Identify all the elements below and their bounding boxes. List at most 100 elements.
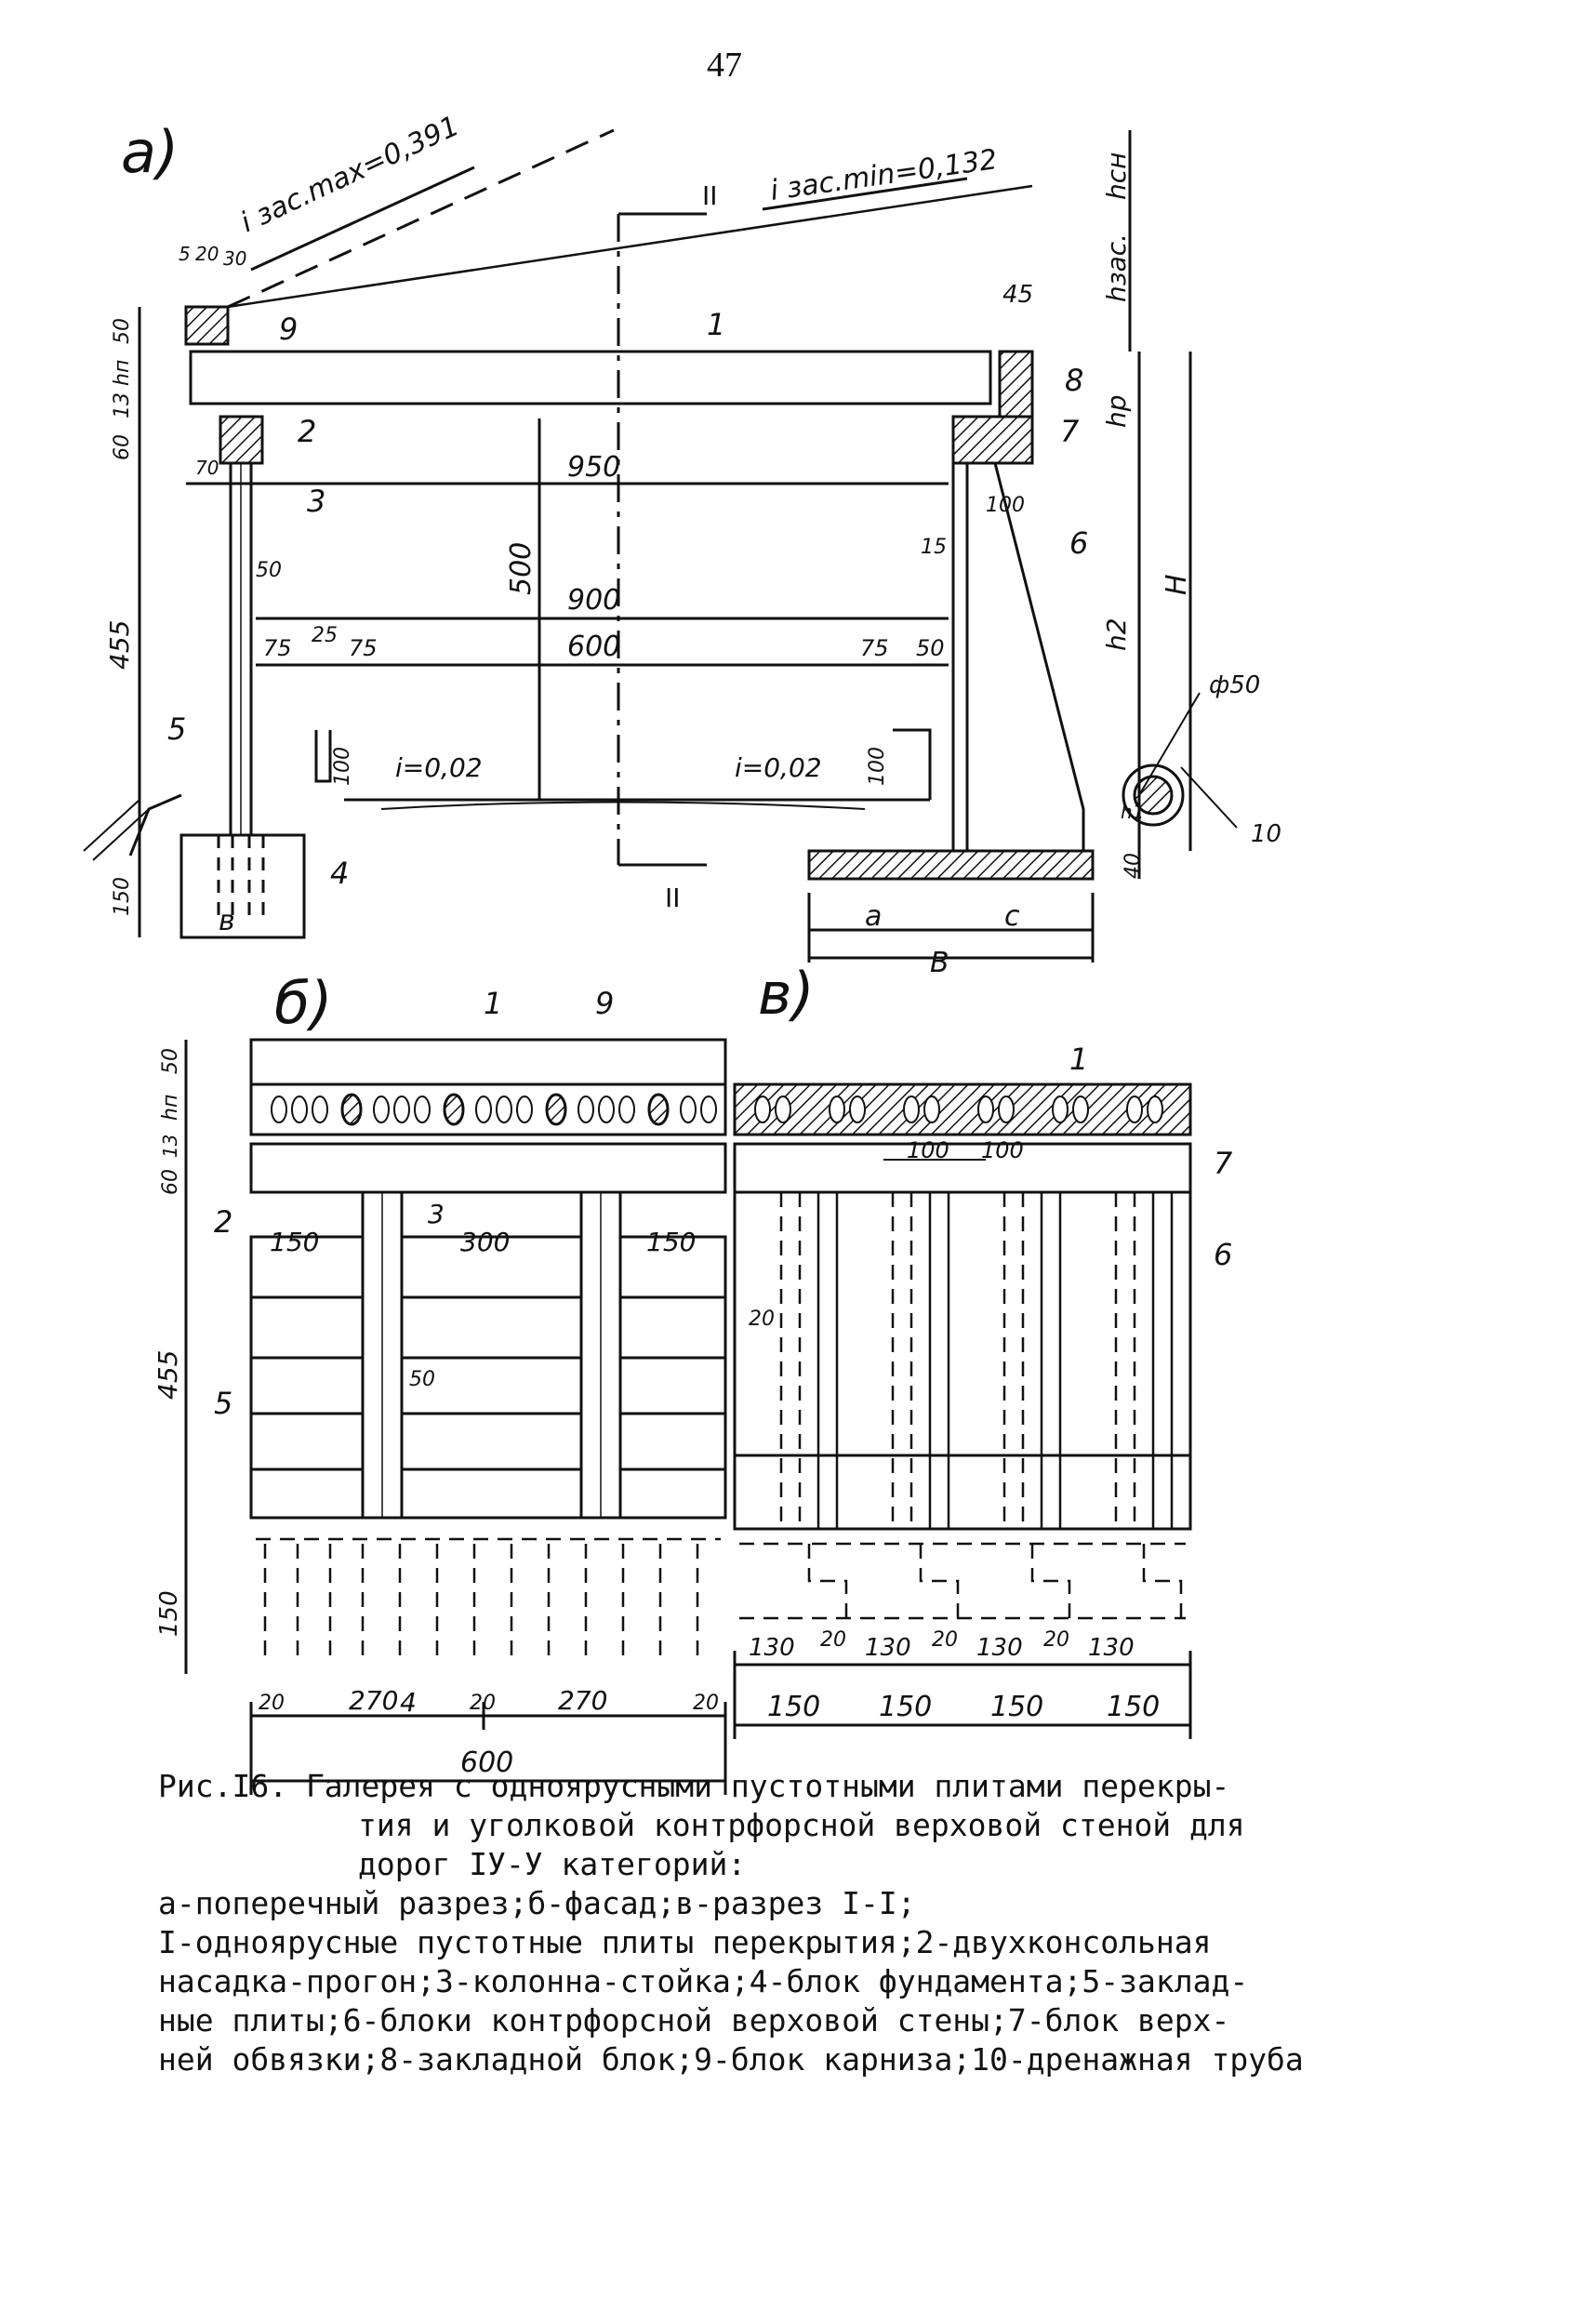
dim-900: 900 [567,584,620,617]
dim-v-100-b: 100 [981,1137,1024,1163]
dim-20: 20 [195,243,219,265]
view-label-b: б) [274,969,332,1037]
dim-b-150: 150 [155,1590,183,1637]
dim-455: 455 [104,620,135,670]
item-5-a: 5 [167,711,186,747]
dim-v-150-b: 150 [879,1691,932,1723]
dim-b-60: 60 [159,1169,182,1195]
dim-b-270-b: 270 [558,1685,607,1716]
dim-v-20-c: 20 [1043,1628,1069,1652]
item-1-a: 1 [707,307,725,342]
item-8-a: 8 [1065,363,1083,398]
dim-v-130-d: 130 [1088,1634,1135,1662]
view-a-cross-section [83,128,1238,963]
item-3-a: 3 [307,484,325,519]
item-6-a: 6 [1069,525,1088,561]
item-1-b: 1 [484,986,502,1021]
item-10-a: 10 [1251,820,1281,848]
view-label-a: а) [121,118,179,186]
label-phi50: ф50 [1209,671,1260,699]
item-4-a: 4 [330,856,349,891]
dim-b-20-b: 20 [470,1692,496,1715]
dim-950: 950 [567,451,620,484]
label-H: H [1161,574,1193,595]
dim-5: 5 [179,243,191,265]
caption-line-4: а-поперечный разрез;б-фасад;в-разрез I-I… [158,1885,916,1921]
dim-b-300: 300 [460,1227,510,1257]
caption-line-1: Рис.I6. Галерея с одноярусными пустотным… [158,1768,1230,1804]
slope-max-label: i зас.max=0,391 [236,110,465,239]
dim-500: 500 [505,542,538,595]
dim-v-150-c: 150 [990,1691,1043,1723]
dim-b-20-c: 20 [693,1692,719,1715]
item-9-a: 9 [279,312,298,347]
item-4-b: 4 [400,1687,417,1718]
item-3-b: 3 [428,1199,445,1229]
dim-b-20-a: 20 [259,1692,285,1715]
dim-v-100-a: 100 [907,1137,949,1163]
dim-30: 30 [223,247,246,270]
dim-b-150-a: 150 [270,1227,319,1257]
dim-b-50-col: 50 [409,1368,435,1391]
page-number: 47 [707,46,742,85]
caption-line-5: I-одноярусные пустотные плиты перекрытия… [158,1924,1212,1960]
view-label-v: в) [758,960,815,1028]
slope-right: i=0,02 [735,752,822,783]
view-b-labels: б) 1 9 2 3 4 5 50 hп 13 60 455 150 150 3… [153,969,719,1779]
dim-600: 600 [567,631,620,663]
section-label-bottom: II [665,883,681,913]
item-1-v: 1 [1069,1042,1088,1077]
caption-line-2: тия и уголковой контрфорсной верховой ст… [358,1807,1245,1843]
label-h-zas: hзас. [1101,233,1132,302]
dim-b-600: 600 [460,1746,513,1779]
label-h-2: h2 [1101,618,1132,651]
dim-v-20: 20 [749,1308,775,1331]
dim-v-20-a: 20 [820,1628,846,1652]
dim-15: 15 [921,536,947,559]
item-7-a: 7 [1060,414,1080,449]
figure-caption: Рис.I6. Галерея с одноярусными пустотным… [158,1767,1460,2079]
dim-v-130-a: 130 [749,1634,795,1662]
dim-v-150-d: 150 [1107,1691,1160,1723]
dim-hp: hп [111,360,134,386]
item-9-b: 9 [595,986,614,1021]
item-2-b: 2 [214,1204,232,1240]
dim-75-a: 75 [263,635,292,661]
caption-line-6: насадка-прогон;3-колонна-стойка;4-блок ф… [158,1963,1249,1999]
dim-b-150-b: 150 [646,1227,696,1257]
item-5-b: 5 [214,1386,232,1421]
slope-left: i=0,02 [395,752,483,783]
label-h-sn: hсн [1101,153,1132,200]
dim-50-top: 50 [111,318,134,344]
label-h-r: hр [1101,394,1132,428]
dim-100-drain-left: 100 [331,747,354,786]
dim-150: 150 [111,877,134,916]
dim-b-455: 455 [153,1350,183,1400]
dim-75-b: 75 [349,635,378,661]
dim-v-20-b: 20 [932,1628,958,1652]
item-6-v: 6 [1214,1237,1232,1272]
section-label-top: II [702,180,718,211]
dim-40: 40 [1122,853,1145,879]
label-h-1: h1 [1121,801,1144,823]
dim-50-col: 50 [256,559,282,582]
item-7-v: 7 [1214,1146,1233,1181]
dim-70: 70 [195,457,219,479]
label-B: B [930,947,949,979]
dim-100-right: 100 [986,494,1025,517]
dim-b-hp: hп [159,1095,182,1121]
dim-v-130-c: 130 [976,1634,1023,1662]
caption-line-7: ные плиты;6-блоки контрфорсной верховой … [158,2002,1230,2038]
dim-b-13: 13 [159,1135,181,1158]
dim-45: 45 [1002,281,1033,309]
dim-b-270-a: 270 [349,1685,398,1716]
caption-line-8: ней обвязки;8-закладной блок;9-блок карн… [158,2041,1304,2078]
view-v-section [733,1082,1192,1739]
label-c: c [1004,900,1020,933]
view-a-labels: а) i зас.max=0,391 i зас.min=0,132 II II… [104,110,1281,979]
dim-25: 25 [312,624,338,647]
view-b-facade [184,1038,727,1795]
caption-line-3: дорог IУ-У категорий: [358,1846,747,1882]
label-a: a [865,900,882,933]
